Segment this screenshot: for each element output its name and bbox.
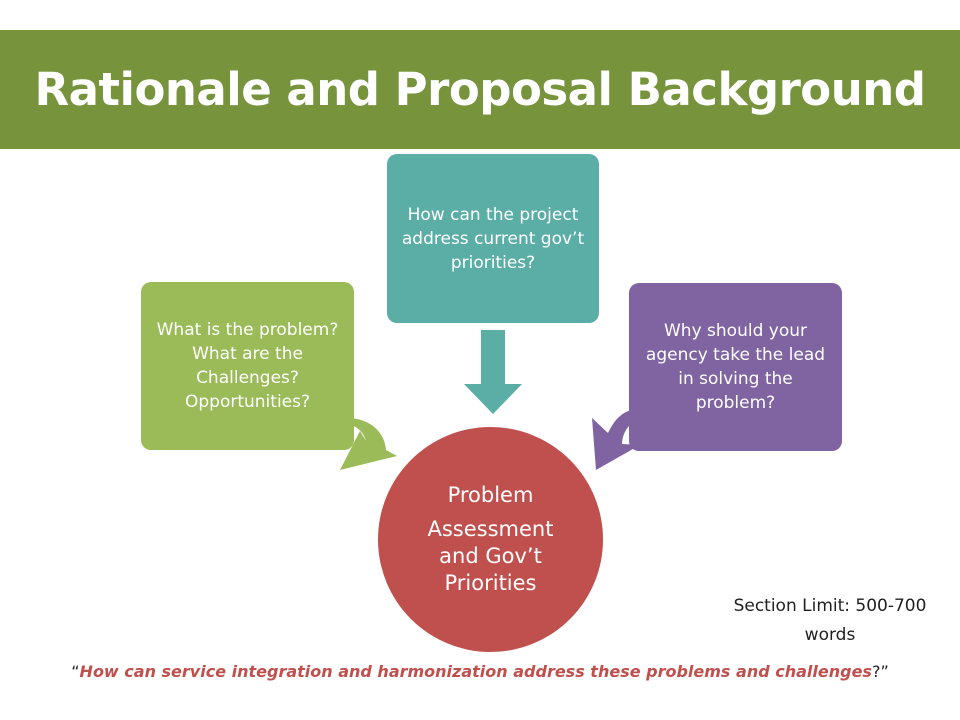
center-line-1: Problem (447, 483, 534, 507)
priorities-box-text: How can the project address current gov’… (401, 204, 585, 273)
agency-lead-box: Why should your agency take the lead in … (629, 283, 842, 451)
center-circle: Problem Assessment and Gov’t Priorities (378, 427, 603, 652)
quote-open: “ (71, 662, 80, 681)
quote-body: How can service integration and harmoniz… (79, 662, 872, 681)
slide-title: Rationale and Proposal Background (34, 63, 927, 116)
guiding-question: “How can service integration and harmoni… (60, 659, 900, 685)
section-limit: Section Limit: 500-700 words (733, 596, 927, 645)
problem-box-text: What is the problem? What are the Challe… (156, 320, 339, 412)
priorities-box: How can the project address current gov’… (387, 154, 599, 323)
quote-close: ?” (871, 662, 889, 681)
problem-box: What is the problem? What are the Challe… (141, 282, 354, 450)
center-line-2: Assessment and Gov’t Priorities (427, 517, 554, 595)
agency-lead-box-text: Why should your agency take the lead in … (645, 321, 826, 413)
arrow-down-icon (464, 330, 522, 414)
title-banner: Rationale and Proposal Background (0, 30, 960, 149)
